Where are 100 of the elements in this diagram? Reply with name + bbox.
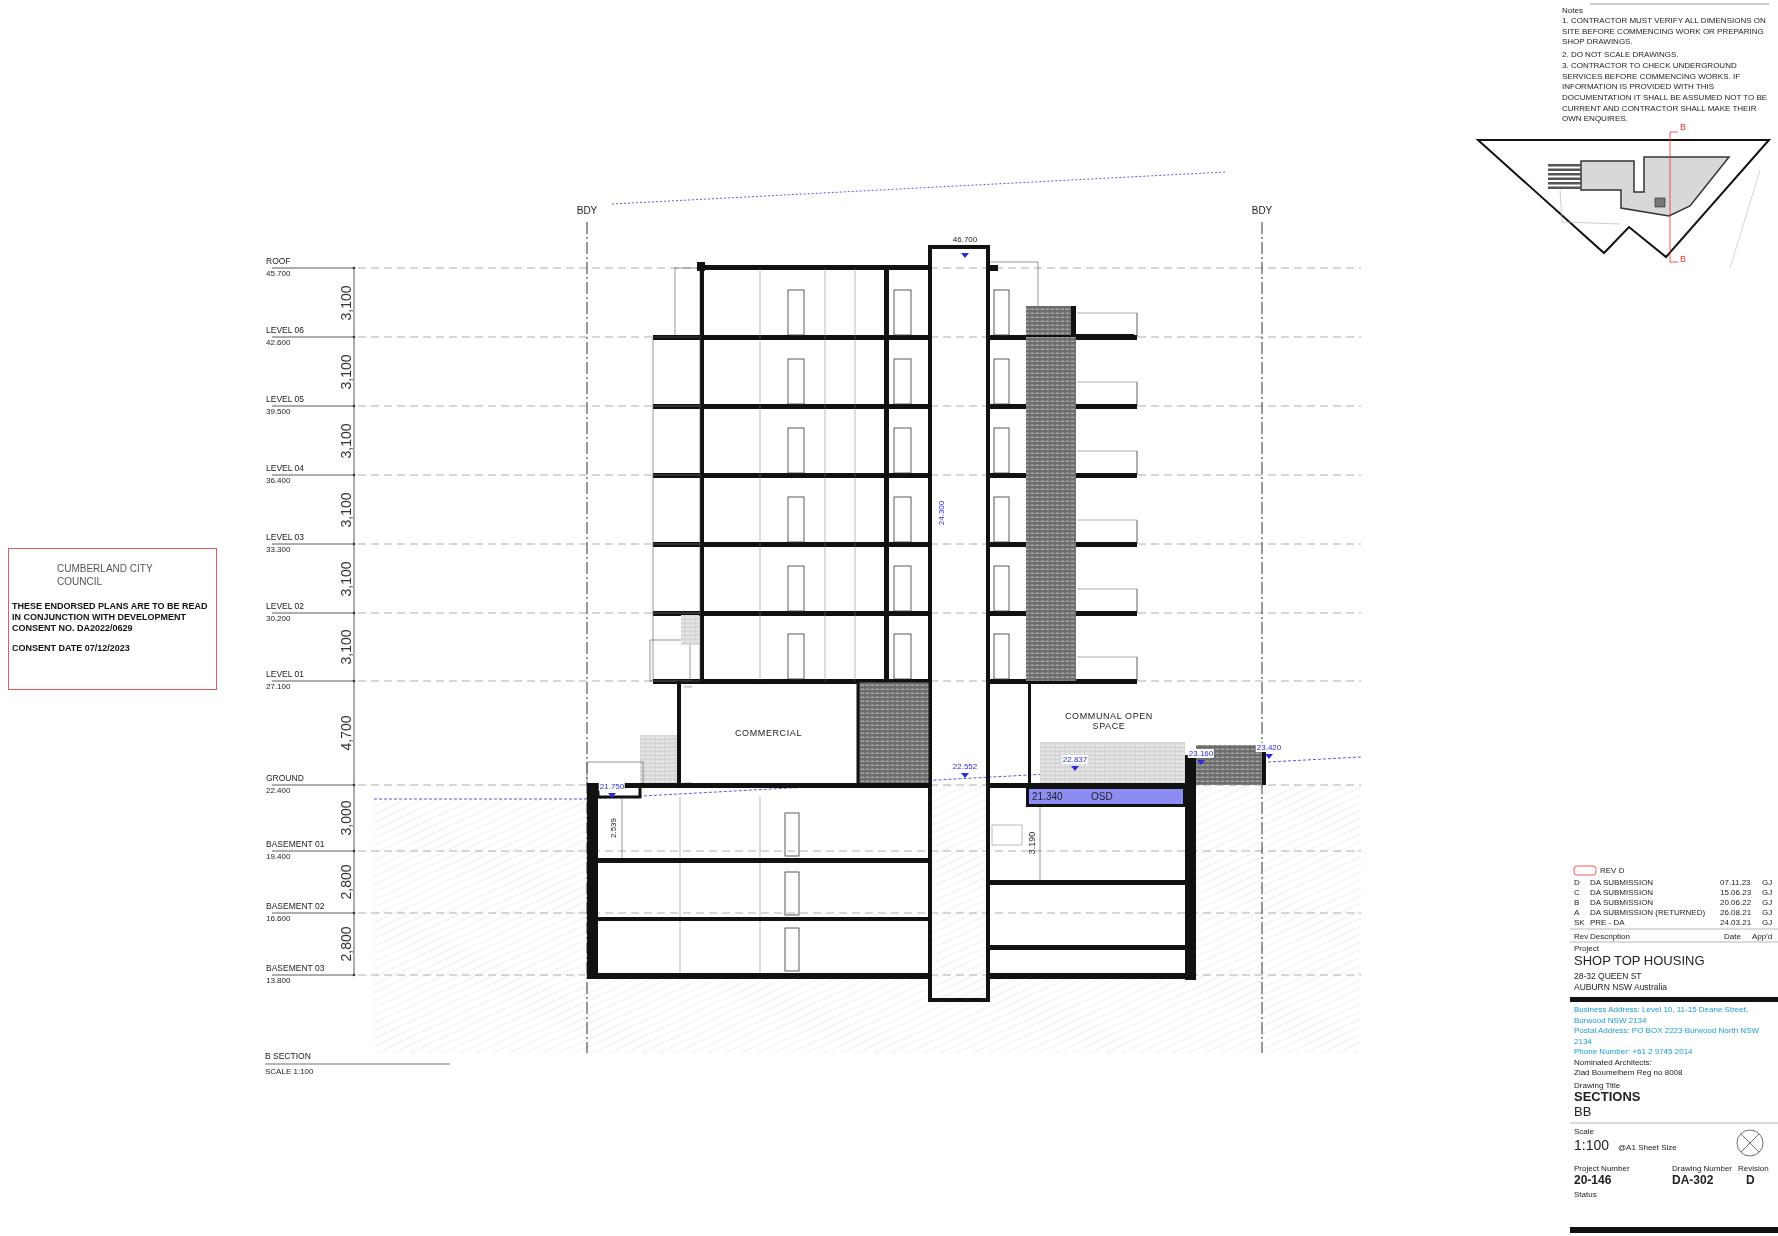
- table-cell: GJ: [1762, 898, 1773, 908]
- level-elevation: 33.300: [266, 545, 291, 555]
- table-cell: 24.03.21: [1720, 918, 1752, 928]
- dimension-text: 3,100: [337, 423, 355, 458]
- table-cell: 15.06.23: [1720, 888, 1752, 898]
- table-cell: A: [1574, 908, 1580, 918]
- table-cell: DA SUBMISSION: [1590, 888, 1654, 898]
- table-cell: 07.11.23: [1720, 878, 1751, 888]
- note-text: 2. DO NOT SCALE DRAWINGS.: [1562, 50, 1679, 60]
- contact-text: Postal Address: PO BOX 2223 Burwood North NSW 2134: [1574, 1026, 1760, 1048]
- dimension-text: 3.190: [1026, 831, 1038, 855]
- field-caption: @A1 Sheet Size: [1618, 1143, 1677, 1153]
- level-name: LEVEL 02: [266, 602, 304, 612]
- level-elevation: 30.200: [266, 614, 291, 624]
- level-name: BASEMENT 01: [266, 840, 325, 850]
- project-address: AUBURN NSW Australia: [1574, 983, 1668, 993]
- table-cell: B: [1574, 898, 1580, 908]
- level-elevation: 27.100: [266, 682, 291, 692]
- contact-text: Business Address: Level 10, 11-15 Deane Street, Burwood NSW 2134: [1574, 1005, 1750, 1027]
- level-name: LEVEL 01: [266, 670, 304, 680]
- dimension-text: 3,100: [337, 561, 355, 596]
- level-name: BASEMENT 03: [266, 964, 325, 974]
- level-elevation: 22.400: [266, 786, 291, 796]
- note-text: 1. CONTRACTOR MUST VERIFY ALL DIMENSIONS ON SITE BEFORE COMMENCING WORK OR PREPARING SHOP DRAWINGS.: [1562, 16, 1767, 48]
- level-elevation: 16.600: [266, 914, 291, 924]
- level-name: BASEMENT 02: [266, 902, 325, 912]
- level-elevation: 42.600: [266, 338, 291, 348]
- tank-label: OSD: [1091, 791, 1113, 803]
- boundary-label: BDY: [576, 205, 598, 217]
- table-cell: DA SUBMISSION: [1590, 878, 1654, 888]
- project-name: SHOP TOP HOUSING: [1574, 954, 1705, 969]
- table-cell: GJ: [1762, 918, 1773, 928]
- notes-heading: Notes: [1562, 6, 1583, 16]
- revision-letter: D: [1746, 1174, 1755, 1188]
- table-cell: 26.08.21: [1720, 908, 1752, 918]
- table-header: Description: [1590, 932, 1630, 942]
- level-name: LEVEL 04: [266, 464, 304, 474]
- field-caption: Drawing Title: [1574, 1081, 1621, 1091]
- section-marker: B: [1680, 122, 1686, 133]
- spot-level: 22.552: [951, 762, 979, 772]
- field-caption: Status: [1574, 1190, 1597, 1200]
- spot-level: 23.420: [1255, 743, 1283, 753]
- table-cell: DA SUBMISSION: [1590, 898, 1654, 908]
- osd-tank: [1026, 786, 1186, 807]
- dimension-text: 2,800: [337, 926, 355, 962]
- table-cell: GJ: [1762, 908, 1773, 918]
- field-caption: Drawing Number: [1672, 1164, 1733, 1174]
- drawing-title: BB: [1574, 1105, 1592, 1120]
- level-elevation: 19.400: [266, 852, 291, 862]
- note-text: 3. CONTRACTOR TO CHECK UNDERGROUND SERVICES BEFORE COMMENCING WORKS. IF INFORMATION IS PROVIDED WITH THIS DOCUMENTATION IT SHALL BE ASSUMED NOT TO BE CURRENT AND CONTRACTOR SHALL MAKE THEIR OWN ENQUIRES.: [1562, 61, 1769, 124]
- spot-level: 21.340: [1032, 791, 1063, 803]
- dimension-text: 3,100: [337, 629, 355, 665]
- dimension-text: 4,700: [337, 715, 355, 751]
- level-elevation: 45.700: [266, 269, 291, 279]
- dimension-text: 3,100: [337, 285, 355, 320]
- dimension-text: 2,800: [337, 864, 355, 900]
- stamp-text: THESE ENDORSED PLANS ARE TO BE READ IN CONJUNCTION WITH DEVELOPMENT CONSENT NO. DA2022/0629: [12, 601, 209, 634]
- level-name: LEVEL 05: [266, 395, 304, 405]
- room-label: COMMERCIAL: [734, 728, 803, 739]
- table-cell: GJ: [1762, 878, 1773, 888]
- boundary-label: BDY: [1251, 205, 1273, 217]
- dimension-text: 2.539: [609, 818, 619, 838]
- level-name: GROUND: [266, 774, 304, 784]
- table-cell: GJ: [1762, 888, 1773, 898]
- table-cell: PRE - DA: [1590, 918, 1625, 928]
- contact-text: Phone Number: +61 2 9745 2014: [1574, 1047, 1693, 1057]
- spot-level: 24.300: [937, 500, 947, 526]
- contact-text: Ziad Boumelhem Reg no 8008: [1574, 1068, 1683, 1078]
- spot-level: 46.700: [952, 235, 978, 245]
- level-elevation: 13.800: [266, 976, 291, 986]
- drawing-title: SECTIONS: [1574, 1090, 1641, 1105]
- level-elevation: 36.400: [266, 476, 291, 486]
- table-cell: 20.06.22: [1720, 898, 1752, 908]
- drawing-number: DA-302: [1672, 1174, 1714, 1188]
- field-caption: Project: [1574, 944, 1599, 954]
- level-name: ROOF: [266, 257, 291, 267]
- dimension-text: 3,100: [337, 354, 355, 389]
- table-cell: DA SUBMISSION (RETURNED): [1590, 908, 1706, 918]
- level-elevation: 39.500: [266, 407, 291, 417]
- spot-level: 22.837: [1061, 755, 1089, 765]
- scale-text: SCALE 1:100: [265, 1067, 314, 1077]
- field-caption: Project Number: [1574, 1164, 1630, 1174]
- spot-level: 23.160: [1187, 749, 1215, 759]
- stamp-text: CONSENT DATE 07/12/2023: [12, 643, 131, 654]
- level-name: LEVEL 06: [266, 326, 304, 336]
- project-address: 28-32 QUEEN ST: [1574, 972, 1642, 982]
- section-marker: B: [1680, 254, 1686, 265]
- revision-tag: REV D: [1600, 866, 1625, 876]
- level-name: LEVEL 03: [266, 533, 304, 543]
- project-number: 20-146: [1574, 1174, 1612, 1188]
- field-caption: Scale: [1574, 1127, 1594, 1137]
- table-header: Date: [1724, 932, 1741, 942]
- table-cell: SK: [1574, 918, 1585, 928]
- table-header: App'd: [1752, 932, 1773, 942]
- spot-level: 21.750: [598, 782, 626, 792]
- contact-text: Nominated Architects:: [1574, 1058, 1652, 1068]
- dimension-text: 3,000: [337, 800, 355, 836]
- approval-stamp: [8, 548, 217, 690]
- table-header: Rev: [1574, 932, 1589, 942]
- table-cell: D: [1574, 878, 1580, 888]
